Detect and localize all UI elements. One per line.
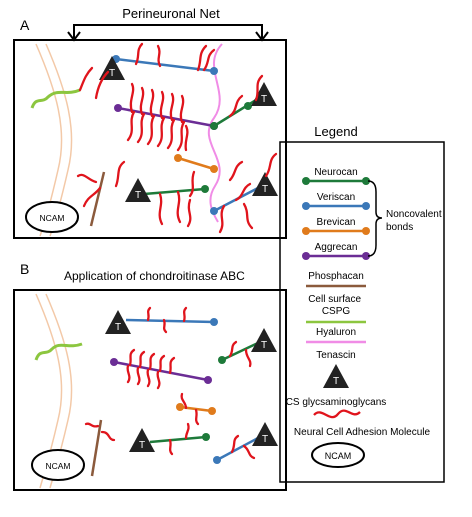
legend-item-brevican: Brevican bbox=[302, 217, 370, 235]
ncam-b-label: NCAM bbox=[45, 461, 70, 471]
legend-frame bbox=[279, 141, 445, 483]
legend-item-neurocan: Neurocan bbox=[302, 167, 370, 185]
phosphacan-a bbox=[89, 171, 106, 227]
noncovalent-brace bbox=[367, 180, 383, 257]
svg-text:Phosphacan: Phosphacan bbox=[308, 271, 364, 282]
ncam-legend-icon bbox=[311, 442, 365, 468]
svg-text:Cell surface CSPG: Cell surface CSPG bbox=[308, 294, 364, 317]
cs-glycosaminoglycans-b bbox=[84, 306, 256, 460]
svg-text:CS glycsaminoglycans: CS glycsaminoglycans bbox=[286, 397, 387, 408]
neurocan-a-2 bbox=[143, 187, 206, 196]
svg-text:Tenascin: Tenascin bbox=[316, 350, 355, 361]
legend-item-phosphacan: Phosphacan bbox=[306, 271, 366, 288]
panel-b-header: Application of chondroitinase ABC bbox=[64, 269, 245, 283]
panel-b-frame bbox=[13, 289, 287, 491]
neurocan-b-2 bbox=[149, 435, 207, 444]
legend-item-tenascin: Tenascin bbox=[316, 350, 356, 388]
svg-text:Neural Cell Adhesion Molecule: Neural Cell Adhesion Molecule bbox=[294, 427, 431, 438]
svg-text:Veriscan: Veriscan bbox=[317, 192, 355, 203]
legend-item-veriscan: Veriscan bbox=[302, 192, 370, 210]
veriscan-b-top bbox=[125, 318, 215, 324]
legend-item-hyaluron: Hyaluron bbox=[306, 327, 366, 344]
svg-text:NCAM: NCAM bbox=[325, 451, 352, 461]
cs-glycosaminoglycans-a bbox=[76, 42, 278, 234]
panel-a-letter: A bbox=[20, 17, 30, 33]
cell-surface-cspg-a bbox=[30, 88, 81, 109]
panel-a-header: Perineuronal Net bbox=[122, 6, 220, 21]
ncam-a bbox=[25, 201, 79, 233]
legend-item-cs-gag: CS glycsaminoglycans bbox=[286, 397, 387, 419]
header-bracket bbox=[67, 24, 269, 42]
svg-text:Neurocan: Neurocan bbox=[314, 167, 357, 178]
tenascin-b-1 bbox=[105, 310, 131, 334]
hyaluron-a bbox=[207, 43, 223, 223]
svg-text:Hyaluron: Hyaluron bbox=[316, 327, 356, 338]
legend-item-aggrecan: Aggrecan bbox=[302, 242, 370, 260]
tenascin-b-2 bbox=[251, 328, 277, 352]
tenascin-a-3 bbox=[125, 178, 151, 202]
legend-item-ncam: Neural Cell Adhesion Molecule NCAM bbox=[294, 427, 431, 468]
ncam-b bbox=[31, 449, 85, 481]
tenascin-b-4 bbox=[252, 422, 278, 446]
svg-text:Brevican: Brevican bbox=[317, 217, 356, 228]
veriscan-b-bottom bbox=[216, 436, 259, 462]
tenascin-legend-icon bbox=[323, 364, 349, 388]
cell-surface-cspg-b bbox=[34, 342, 83, 361]
noncovalent-label: Noncovalent bonds bbox=[386, 209, 444, 233]
tenascin-a-2 bbox=[251, 82, 277, 106]
panel-b-letter: B bbox=[20, 261, 29, 277]
ncam-a-label: NCAM bbox=[39, 213, 64, 223]
tenascin-b-3 bbox=[129, 428, 155, 452]
brevican-a bbox=[177, 156, 215, 171]
legend-item-cell-surface-cspg: Cell surface CSPG bbox=[306, 294, 366, 324]
panel-a-frame bbox=[13, 39, 287, 239]
neurocan-b-1 bbox=[221, 341, 259, 362]
svg-text:Aggrecan: Aggrecan bbox=[315, 242, 358, 253]
phosphacan-b bbox=[90, 419, 103, 477]
legend-title: Legend bbox=[314, 124, 357, 139]
